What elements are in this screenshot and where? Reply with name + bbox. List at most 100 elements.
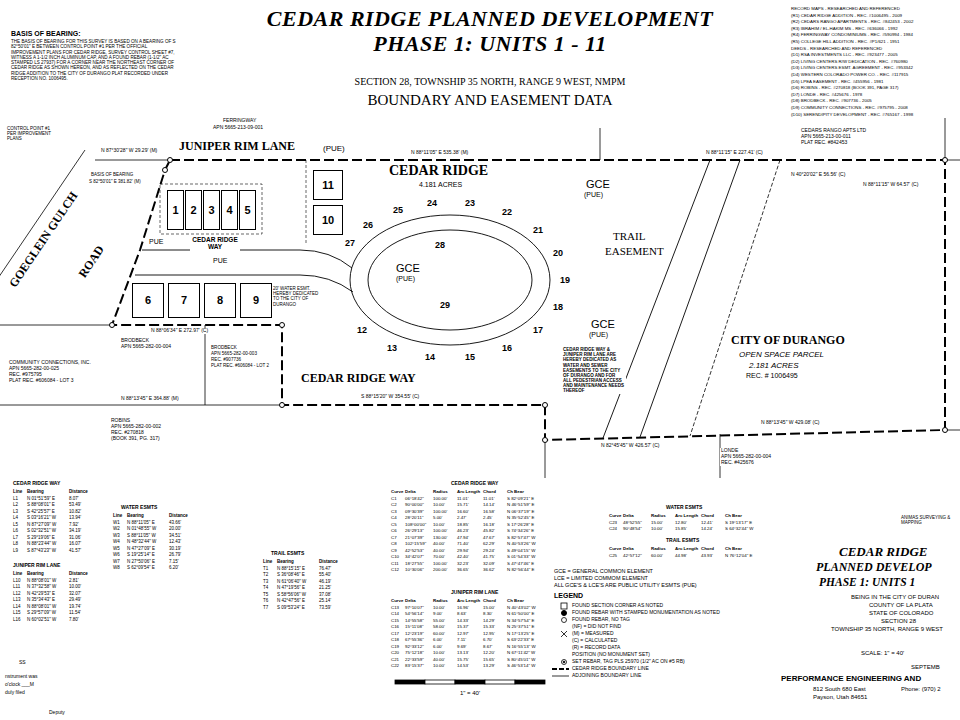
plat-label: REC. # 1006495: [745, 372, 799, 380]
table-cell: Bearing: [26, 489, 45, 494]
table-cell: S 80°45'01" W: [506, 657, 536, 662]
table-cell: Arc Length: [674, 513, 699, 518]
table-cell: 36.65': [456, 567, 470, 572]
table-cell: L15: [12, 610, 22, 615]
legend-symbols: [552, 603, 569, 676]
plat-label: SS: [18, 660, 27, 666]
table-title: WATER ESMTS: [120, 505, 158, 511]
table-cell: 83°15'37": [404, 663, 425, 668]
callout-number: 26: [362, 220, 374, 230]
lot-number: 9: [253, 295, 259, 306]
table-cell: Line: [12, 571, 23, 576]
table-cell: L1: [12, 496, 19, 501]
table-cell: L14: [12, 604, 22, 609]
table-cell: C9: [390, 548, 398, 553]
table-cell: 26.79': [168, 552, 182, 557]
table-title: CEDAR RIDGE WAY: [450, 481, 499, 487]
table-cell: Chord: [700, 546, 715, 551]
table-title: TRAIL ESMTS: [270, 551, 305, 557]
table-cell: N 67°11'42" W: [506, 650, 536, 655]
table-cell: 10.00': [432, 605, 446, 610]
plat-label: (PUE): [322, 144, 346, 153]
plat-label: EASEMENT: [604, 245, 665, 258]
table-cell: Radius: [650, 546, 667, 551]
table-cell: 15.65': [482, 657, 496, 662]
table-cell: W8: [112, 565, 121, 570]
plat-label: PLAT REC. #842453: [800, 140, 848, 146]
plat-label: REC. #425676: [720, 460, 755, 466]
table-cell: N 88°11'05" E: [126, 520, 156, 525]
table-cell: 15°11'08": [404, 624, 424, 629]
table-cell: 8.07': [68, 496, 80, 501]
table-cell: 90°48'54": [622, 526, 643, 531]
plat-label: TRAIL: [612, 230, 646, 243]
table-cell: 29.49': [68, 597, 82, 602]
table-cell: C8: [390, 541, 398, 546]
lot-box: 1: [167, 190, 184, 230]
table-cell: Curve: [390, 489, 404, 494]
table-cell: 32.23': [456, 561, 470, 566]
bearing: N 88°13'45" E 364.88' (M): [120, 396, 180, 402]
legend-title: LEGEND: [553, 592, 584, 600]
table-cell: S 19°25'14" E: [126, 552, 156, 557]
table-cell: W1: [112, 520, 121, 525]
table-cell: Ch Bear: [724, 513, 743, 518]
bearing: N 87°30'28" W 29.29' (M): [100, 148, 158, 154]
table-cell: Distance: [168, 513, 189, 518]
table-cell: Line: [262, 559, 273, 564]
table-cell: 8.67': [482, 644, 493, 649]
table-cell: S 29°57'09" W: [26, 610, 57, 615]
table-cell: 21°07'39": [404, 535, 425, 540]
street-name: GOEGLEIN GULCH: [6, 189, 81, 292]
table-cell: 46.23': [456, 528, 470, 533]
table-cell: 62.29': [482, 541, 496, 546]
table-cell: 13.13': [456, 650, 470, 655]
legend-text: SET REBAR, TAG PLS 25970 (1/2" AC ON #5 …: [572, 659, 685, 665]
table-cell: 42°57'12": [622, 553, 643, 558]
table-cell: 7.15': [168, 559, 180, 564]
table-title: JUNIPER RIM LANE: [450, 590, 499, 596]
table-cell: S 87°43'23" W: [26, 548, 57, 553]
plat-label: REC. #907736: [210, 357, 242, 362]
plat-label: duly filed: [4, 690, 26, 696]
plat-label: ANIMAS SURVEYING & MAPPING: [900, 515, 954, 525]
table-cell: Chord: [482, 489, 497, 494]
table-cell: Chord: [700, 513, 715, 518]
table-cell: L8: [12, 541, 19, 546]
legend-text: FOUND REBAR WITH STAMPED MONUMENTATION A…: [572, 610, 720, 616]
table-cell: 11.01': [456, 496, 470, 501]
plat-label: 2.181 ACRES: [748, 361, 800, 370]
title-block: CEDAR RIDGE: [838, 545, 929, 560]
plat-label: APN 5665-213-00-011: [800, 134, 852, 140]
table-cell: N 42°29'53" E: [26, 591, 56, 596]
table-cell: T6: [262, 598, 269, 603]
table-cell: Distance: [318, 559, 339, 564]
table-cell: 40.00': [432, 541, 446, 546]
table-cell: 100.00': [432, 561, 448, 566]
record-note: RECORD MAPS - RESEARCHED AND REFERENCED: [790, 6, 901, 11]
table-cell: 25.14': [318, 598, 332, 603]
table-cell: 14.29': [482, 618, 496, 623]
trail-easement-line: [603, 160, 740, 438]
table-cell: 70.00': [432, 554, 446, 559]
table-cell: Delta: [404, 598, 417, 603]
table-cell: C7: [390, 535, 398, 540]
table-cell: 15.33': [482, 624, 496, 629]
adjoining-line: [0, 118, 960, 478]
parcel-name: CEDAR RIDGE: [388, 163, 489, 179]
table-cell: 43.93': [700, 553, 714, 558]
table-cell: S 88°11'05" W: [126, 533, 157, 538]
plat-label: APN 5665-282-00-025: [8, 366, 60, 372]
table-cell: 43.66': [168, 520, 182, 525]
abbreviation-note: GCE = GENERAL COMMON ELEMENT: [553, 568, 654, 574]
table-cell: T1: [262, 566, 269, 571]
table-cell: Curve: [608, 546, 622, 551]
lot-box: 8: [204, 283, 236, 318]
table-cell: Arc Length: [456, 598, 481, 603]
table-cell: L11: [12, 584, 21, 589]
table-cell: L5: [12, 522, 19, 527]
table-cell: Line: [112, 513, 123, 518]
table-cell: 6.00': [432, 637, 443, 642]
bearing: N 40°20'02" E 56.56' (C): [790, 172, 846, 178]
table-cell: N 17°13'25" E: [506, 631, 535, 636]
